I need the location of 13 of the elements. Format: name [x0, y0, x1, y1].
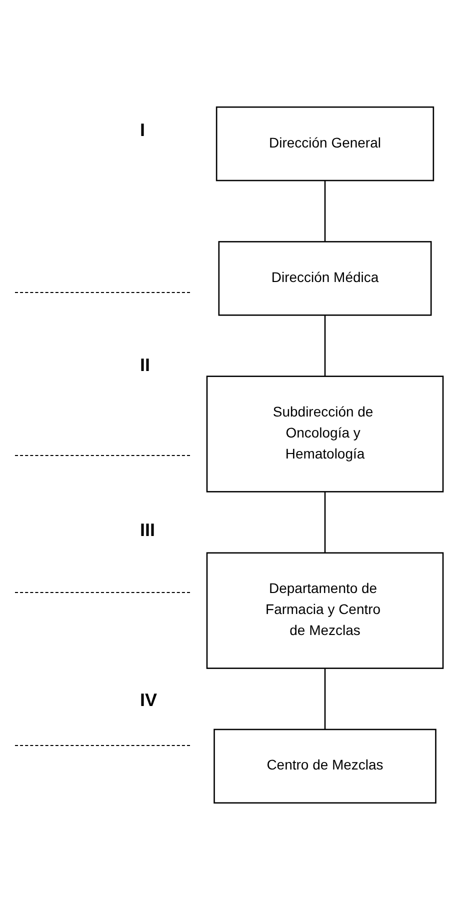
connector: [324, 180, 326, 242]
connector: [324, 668, 326, 730]
node-box: Dirección Médica: [218, 241, 432, 316]
connector: [324, 315, 326, 376]
level-numeral: III: [140, 520, 156, 541]
node-box: Departamento de Farmacia y Centro de Mezclas: [206, 552, 444, 669]
connector: [324, 492, 326, 553]
node-box: Subdirección de Oncología y Hematología: [206, 376, 444, 492]
node-box: Dirección General: [216, 106, 434, 182]
node-box: Centro de Mezclas: [214, 728, 436, 804]
level-numeral: I: [140, 120, 146, 141]
level-numeral: II: [140, 355, 150, 376]
level-numeral: IV: [140, 690, 158, 711]
